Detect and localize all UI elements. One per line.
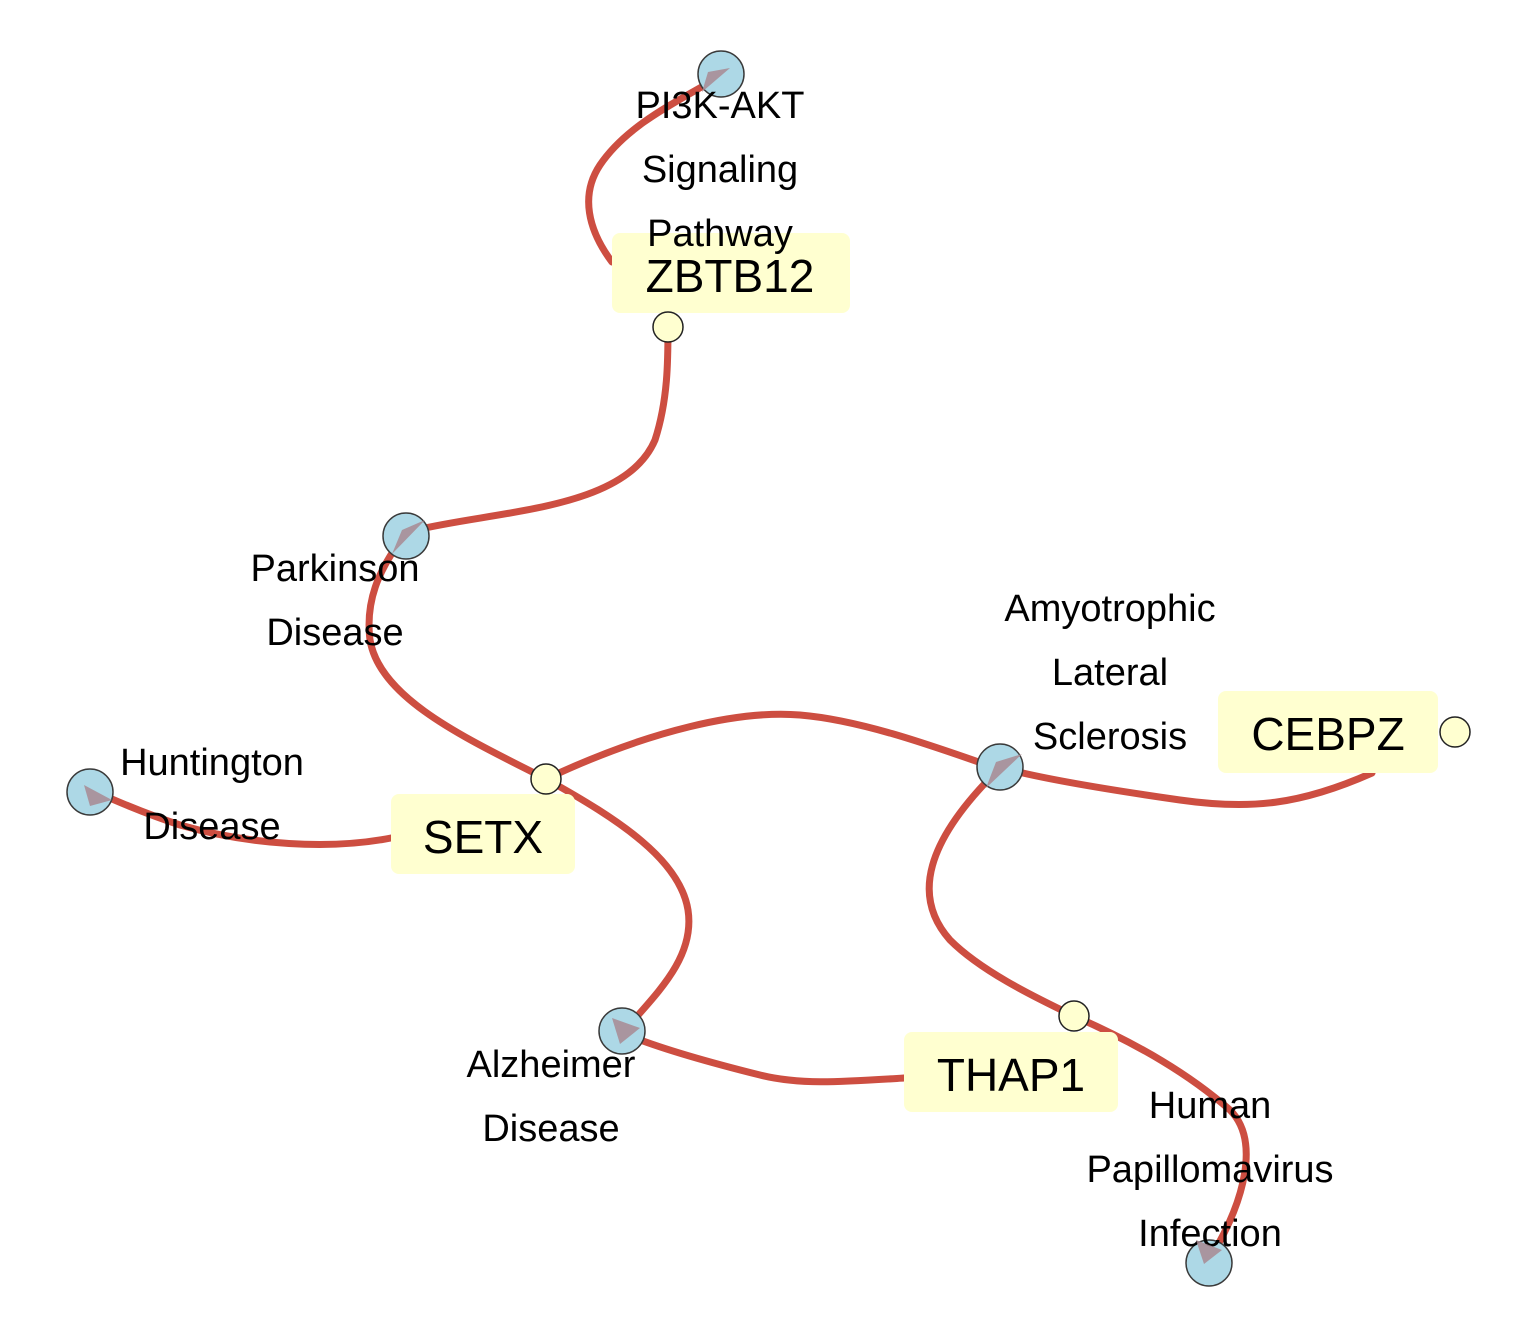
pathway-label-line: Sclerosis xyxy=(1033,716,1187,758)
edge-setx-huntington xyxy=(96,790,395,848)
gene-node-thap1[interactable]: THAP1 xyxy=(904,1000,1118,1112)
edge-setx-alzheimer xyxy=(542,775,693,1026)
pathway-label-line: Pathway xyxy=(647,213,793,255)
gene-node-cebpz[interactable]: CEBPZ xyxy=(1218,691,1471,773)
pathway-label-line: Papillomavirus xyxy=(1086,1149,1333,1191)
gene-port-zbtb12 xyxy=(652,311,684,343)
gene-box-thap1[interactable] xyxy=(904,1032,1118,1112)
pathway-label-line: Lateral xyxy=(1052,652,1168,694)
gene-port-setx xyxy=(530,763,562,795)
pathway-label-line: Disease xyxy=(266,612,403,654)
arrowhead-als xyxy=(986,754,1022,788)
pathway-label-line: Disease xyxy=(143,806,280,848)
pathway-label-line: Signaling xyxy=(642,149,798,191)
pathway-label-line: Huntington xyxy=(120,742,304,784)
pathway-label-line: Amyotrophic xyxy=(1004,588,1215,630)
edge-thap1-alzheimer xyxy=(626,1032,908,1086)
pathway-label-line: PI3K-AKT xyxy=(636,85,805,127)
gene-port-thap1 xyxy=(1058,1000,1090,1032)
gene-node-zbtb12[interactable]: ZBTB12 xyxy=(612,233,850,343)
edge-setx-parkinson xyxy=(365,540,550,783)
edge-thap1-als xyxy=(925,774,1078,1020)
pathway-label-line: Disease xyxy=(482,1108,619,1150)
pathway-label-line: Parkinson xyxy=(251,548,420,590)
arrowhead-pi3k xyxy=(702,68,730,92)
pathway-node-hpv[interactable] xyxy=(1185,1239,1233,1287)
arrowhead-alzheimer xyxy=(612,1018,640,1044)
gene-box-zbtb12[interactable] xyxy=(612,233,850,313)
gene-label-setx: SETX xyxy=(423,811,543,863)
edge-thap1-hpv xyxy=(1070,1012,1250,1259)
edges-layer xyxy=(96,81,1376,1259)
gene-box-cebpz[interactable] xyxy=(1218,691,1438,773)
gene-label-cebpz: CEBPZ xyxy=(1251,708,1404,760)
edge-zbtb12-pi3k xyxy=(585,81,709,266)
arrowhead-parkinson xyxy=(392,520,425,554)
edge-zbtb12-parkinson xyxy=(412,323,672,534)
gene-node-setx[interactable]: SETX xyxy=(391,763,575,874)
gene-label-zbtb12: ZBTB12 xyxy=(646,250,815,302)
gene-label-thap1: THAP1 xyxy=(937,1049,1085,1101)
edge-cebpz-als xyxy=(1006,766,1376,809)
edge-setx-als xyxy=(542,710,994,783)
pathway-label-line: Alzheimer xyxy=(467,1044,636,1086)
pathway-label-line: Human xyxy=(1149,1085,1272,1127)
arrowhead-hpv xyxy=(1196,1240,1222,1264)
gene-port-cebpz xyxy=(1439,716,1471,748)
arrowhead-huntington xyxy=(84,785,112,806)
gene-box-setx[interactable] xyxy=(391,794,575,874)
